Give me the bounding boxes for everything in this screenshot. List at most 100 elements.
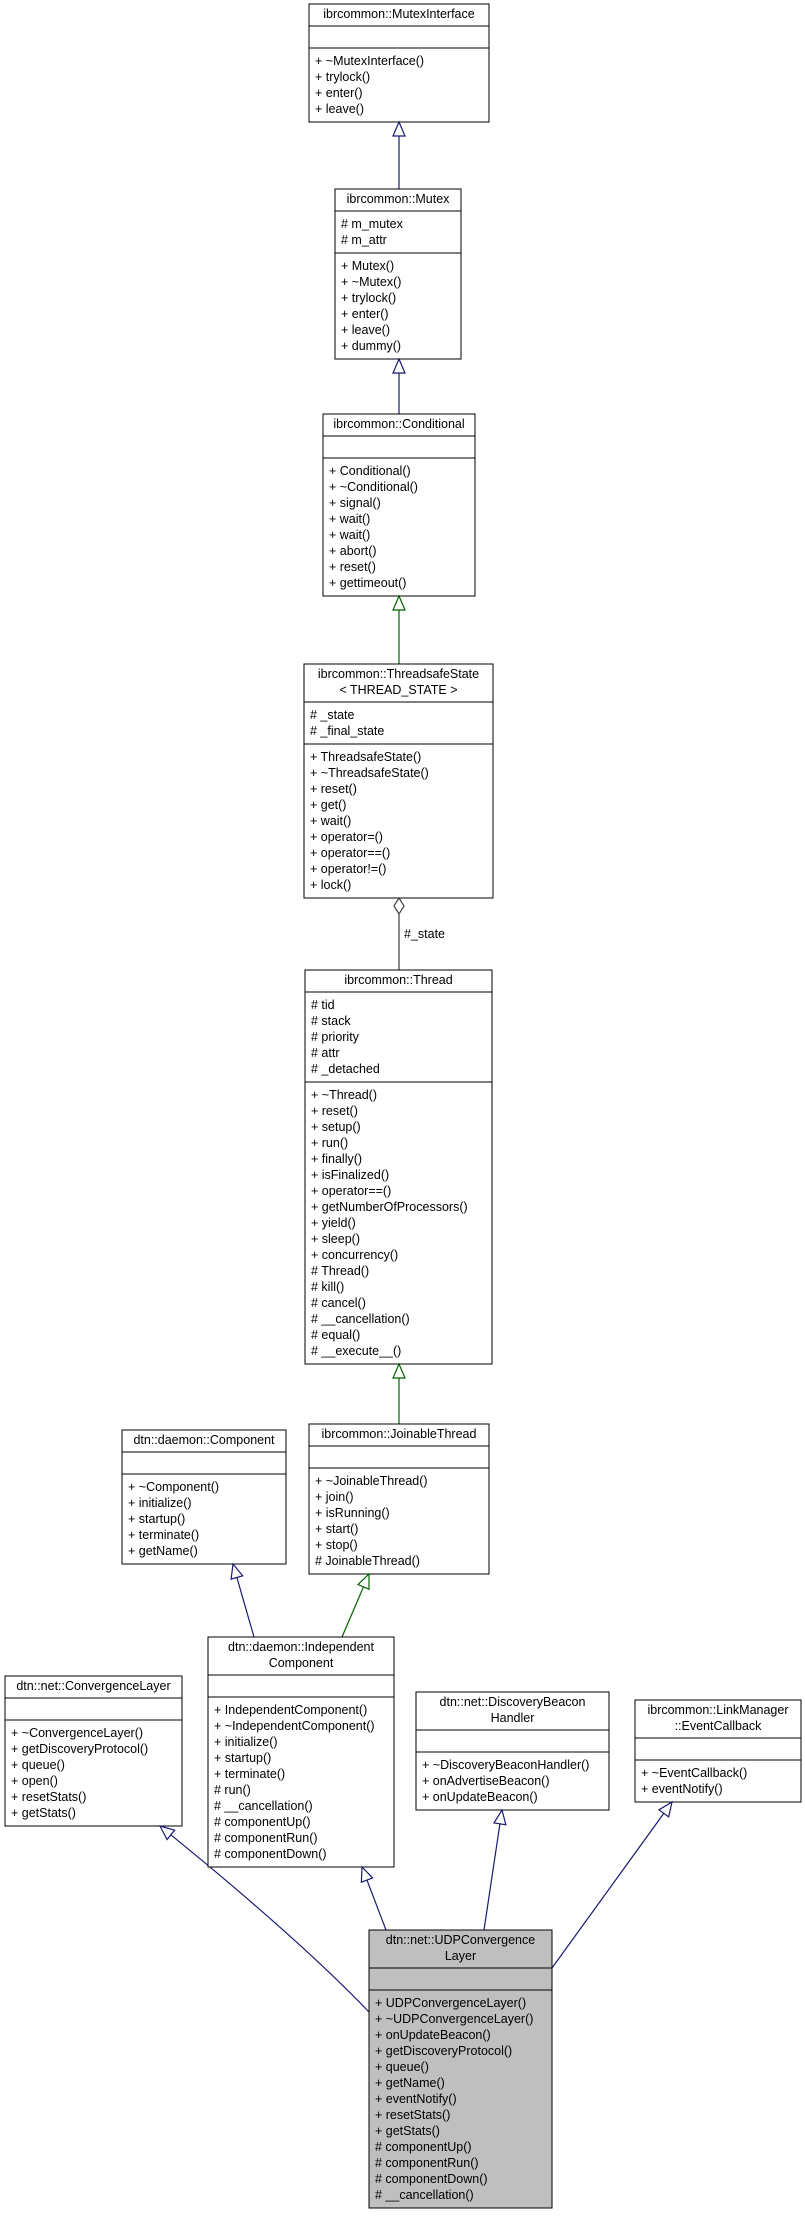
class-method: + getNumberOfProcessors() [311, 1200, 468, 1214]
class-method: + leave() [341, 323, 390, 337]
class-title: Handler [491, 1711, 535, 1725]
class-method: + leave() [315, 102, 364, 116]
class-box-eventcallback[interactable]: ibrcommon::LinkManager::EventCallback+ ~… [634, 1699, 802, 1803]
relation-label: #_state [404, 927, 445, 941]
class-title: dtn::net::DiscoveryBeacon [440, 1695, 586, 1709]
class-method: + resetStats() [11, 1790, 86, 1804]
class-method: + start() [315, 1522, 358, 1536]
class-box-frame [634, 1699, 802, 1803]
class-title: ibrcommon::MutexInterface [323, 7, 474, 21]
class-method: + ThreadsafeState() [310, 750, 421, 764]
class-method: + concurrency() [311, 1248, 398, 1262]
class-box-joinablethread[interactable]: ibrcommon::JoinableThread+ ~JoinableThre… [308, 1423, 490, 1575]
class-box-mutex[interactable]: ibrcommon::Mutex# m_mutex# m_attr+ Mutex… [334, 188, 462, 360]
class-method: # equal() [311, 1328, 360, 1342]
class-box-frame [368, 1929, 553, 2209]
class-box-conditional[interactable]: ibrcommon::Conditional+ Conditional()+ ~… [322, 413, 476, 597]
class-method: + stop() [315, 1538, 358, 1552]
class-method: + yield() [311, 1216, 356, 1230]
class-method: + ~UDPConvergenceLayer() [375, 2012, 533, 2026]
class-method: + run() [311, 1136, 348, 1150]
class-method: + operator=() [310, 830, 383, 844]
class-method: # run() [214, 1783, 251, 1797]
class-method: + trylock() [341, 291, 396, 305]
class-method: + ~MutexInterface() [315, 54, 424, 68]
class-method: + initialize() [214, 1735, 278, 1749]
class-method: # Thread() [311, 1264, 369, 1278]
class-method: + getName() [375, 2076, 445, 2090]
class-method: + eventNotify() [641, 1782, 723, 1796]
class-method: + ~Component() [128, 1480, 219, 1494]
relation-line [341, 1586, 365, 1638]
class-attribute: # _state [310, 708, 355, 722]
class-method: + getDiscoveryProtocol() [375, 2044, 512, 2058]
class-method: + setup() [311, 1120, 361, 1134]
inheritance-arrowhead [230, 1562, 244, 1580]
class-title: dtn::daemon::Component [133, 1433, 275, 1447]
class-method: # __cancellation() [214, 1799, 313, 1813]
relation-udpconvergencelayer-to-discoverybeaconhandler [483, 1823, 501, 1931]
inheritance-arrowhead [392, 120, 406, 137]
class-method: + getDiscoveryProtocol() [11, 1742, 148, 1756]
class-title: dtn::net::ConvergenceLayer [16, 1679, 170, 1693]
class-box-frame [308, 3, 490, 123]
class-method: + startup() [128, 1512, 185, 1526]
class-method: + isFinalized() [311, 1168, 389, 1182]
class-attribute: # tid [311, 998, 335, 1012]
class-box-independentcomponent[interactable]: dtn::daemon::IndependentComponent+ Indep… [207, 1636, 395, 1868]
class-method: + sleep() [311, 1232, 360, 1246]
class-title: ibrcommon::ThreadsafeState [318, 667, 479, 681]
class-method: + reset() [310, 782, 357, 796]
class-box-mutexinterface[interactable]: ibrcommon::MutexInterface+ ~MutexInterfa… [308, 3, 490, 123]
class-title: ibrcommon::Thread [344, 973, 452, 987]
class-method: + open() [11, 1774, 58, 1788]
relations-layer: #_state [170, 136, 665, 2013]
class-attribute: # stack [311, 1014, 351, 1028]
relation-line [236, 1577, 255, 1638]
class-method: # __cancellation() [311, 1312, 410, 1326]
relation-line [551, 1812, 665, 1969]
class-attribute: # _detached [311, 1062, 380, 1076]
aggregation-diamond [393, 896, 405, 916]
inheritance-arrowhead [392, 1362, 406, 1379]
class-box-thread[interactable]: ibrcommon::Thread# tid# stack# priority#… [304, 969, 493, 1365]
relation-udpconvergencelayer-to-convergencelayer [170, 1834, 370, 2013]
class-title: dtn::daemon::Independent [228, 1640, 374, 1654]
class-method: + ~Thread() [311, 1088, 377, 1102]
class-box-convergencelayer[interactable]: dtn::net::ConvergenceLayer+ ~Convergence… [4, 1675, 183, 1827]
classes-layer: ibrcommon::MutexInterface+ ~MutexInterfa… [4, 3, 802, 2209]
class-method: # componentDown() [214, 1847, 327, 1861]
class-method: + getStats() [11, 1806, 76, 1820]
class-box-udpconvergencelayer[interactable]: dtn::net::UDPConvergenceLayer+ UDPConver… [368, 1929, 553, 2209]
class-method: + ~ConvergenceLayer() [11, 1726, 143, 1740]
class-method: + signal() [329, 496, 381, 510]
class-method: + enter() [341, 307, 389, 321]
class-method: # componentDown() [375, 2172, 488, 2186]
class-method: + abort() [329, 544, 377, 558]
class-attribute: # attr [311, 1046, 340, 1060]
class-box-discoverybeaconhandler[interactable]: dtn::net::DiscoveryBeaconHandler+ ~Disco… [415, 1691, 610, 1811]
class-box-frame [322, 413, 476, 597]
class-method: + getName() [128, 1544, 198, 1558]
class-title: < THREAD_STATE > [339, 683, 457, 697]
inheritance-arrowhead [360, 1865, 374, 1884]
class-method: + onAdvertiseBeacon() [422, 1774, 550, 1788]
class-method: + dummy() [341, 339, 401, 353]
class-method: + onUpdateBeacon() [422, 1790, 538, 1804]
class-method: + isRunning() [315, 1506, 390, 1520]
class-method: + finally() [311, 1152, 362, 1166]
class-method: + gettimeout() [329, 576, 406, 590]
class-box-frame [4, 1675, 183, 1827]
class-method: # componentUp() [375, 2140, 472, 2154]
class-box-component[interactable]: dtn::daemon::Component+ ~Component()+ in… [121, 1429, 287, 1565]
class-box-threadsafestate[interactable]: ibrcommon::ThreadsafeState< THREAD_STATE… [303, 663, 494, 899]
class-method: # __cancellation() [375, 2188, 474, 2202]
class-method: # JoinableThread() [315, 1554, 420, 1568]
inheritance-arrowhead [392, 594, 406, 611]
class-title: Component [269, 1656, 334, 1670]
class-attribute: # m_attr [341, 233, 387, 247]
class-box-frame [308, 1423, 490, 1575]
relation-independentcomponent-to-component [236, 1577, 255, 1638]
relation-line [366, 1879, 387, 1931]
class-method: # cancel() [311, 1296, 366, 1310]
